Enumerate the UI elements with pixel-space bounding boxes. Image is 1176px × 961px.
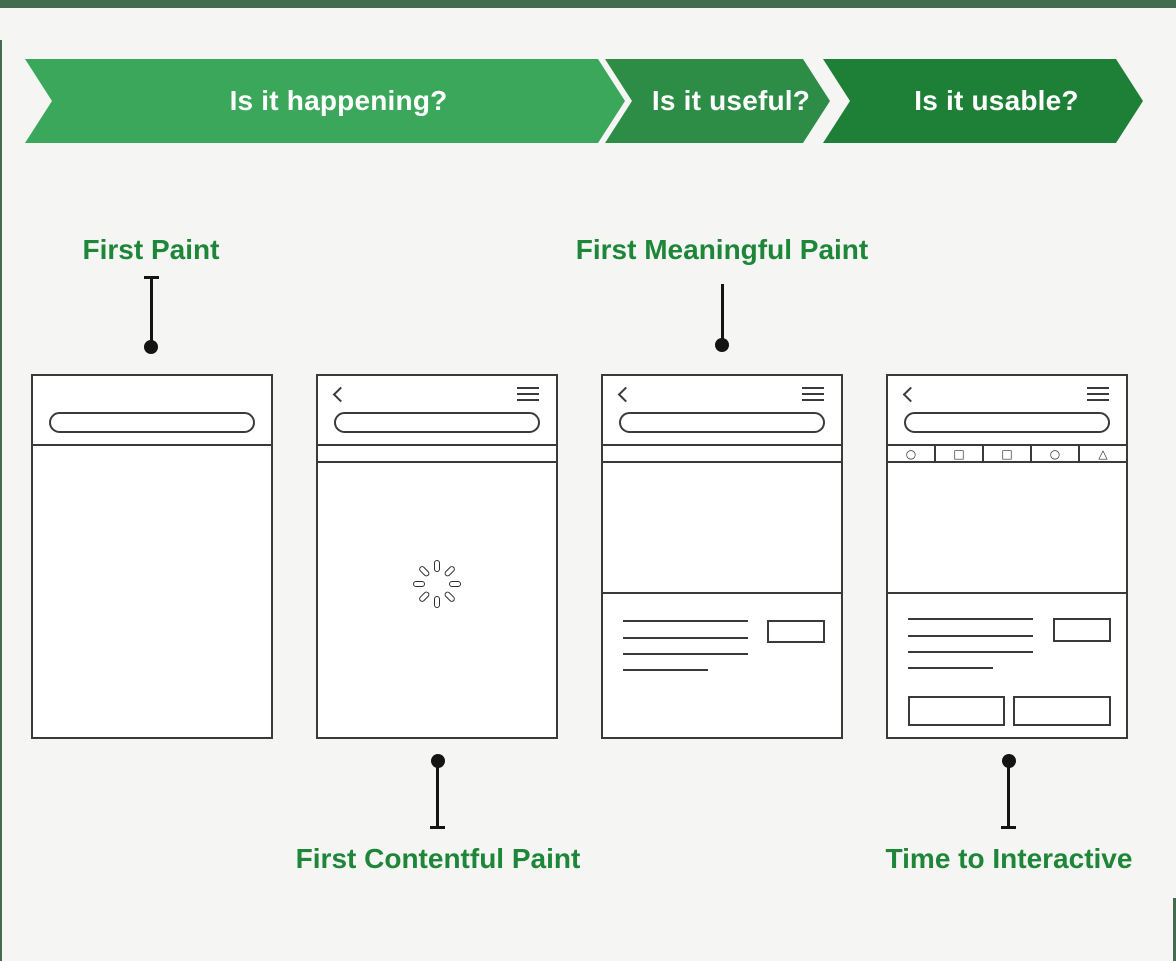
url-bar — [49, 412, 255, 433]
square-icon: □ — [936, 446, 984, 461]
action-button-placeholder — [908, 696, 1005, 726]
menu-icon — [802, 387, 824, 401]
first-contentful-paint-connector-line — [436, 760, 439, 828]
phone-mockup-first-paint — [31, 374, 273, 739]
text-line-placeholder — [623, 669, 708, 671]
circle-icon: ○ — [1032, 446, 1080, 461]
frame-top-edge — [0, 0, 1176, 8]
hero-placeholder — [603, 463, 841, 594]
text-line-placeholder — [908, 618, 1033, 620]
first-contentful-paint-connector-cap — [430, 826, 445, 829]
text-line-placeholder — [623, 653, 748, 655]
first-meaningful-paint-connector-dot — [715, 338, 729, 352]
banner-step-is-it-useful: Is it useful? — [605, 59, 830, 143]
first-meaningful-paint-connector-line — [721, 284, 724, 346]
hero-placeholder — [888, 463, 1126, 594]
phone-mockup-first-meaningful-paint — [601, 374, 843, 739]
button-placeholder — [1053, 618, 1111, 642]
label-first-paint: First Paint — [82, 234, 220, 265]
text-line-placeholder — [908, 651, 1033, 653]
triangle-icon: △ — [1098, 446, 1108, 461]
text-line-placeholder — [623, 620, 748, 622]
phone-header — [33, 376, 271, 446]
banner-step-is-it-usable: Is it usable? — [823, 59, 1143, 143]
text-line-placeholder — [908, 635, 1033, 637]
back-icon — [617, 386, 634, 403]
phone-mockup-time-to-interactive: ○ □ □ ○ △ — [886, 374, 1128, 739]
text-line-placeholder — [623, 637, 748, 639]
back-icon — [332, 386, 349, 403]
banner-step-label: Is it happening? — [229, 85, 448, 116]
text-line-placeholder — [908, 667, 993, 669]
label-first-meaningful-paint: First Meaningful Paint — [575, 234, 869, 265]
back-icon — [902, 386, 919, 403]
time-to-interactive-connector-line — [1007, 760, 1010, 828]
menu-icon — [517, 387, 539, 401]
toolbar-strip — [318, 446, 556, 463]
url-bar — [334, 412, 540, 433]
url-bar — [619, 412, 825, 433]
banner-step-label: Is it usable? — [914, 85, 1079, 116]
button-placeholder — [767, 620, 825, 643]
label-first-contentful-paint: First Contentful Paint — [295, 843, 581, 874]
menu-icon — [1087, 387, 1109, 401]
banner-step-label: Is it useful? — [651, 85, 811, 116]
phone-header — [603, 376, 841, 446]
frame-right-edge — [1173, 898, 1176, 961]
label-time-to-interactive: Time to Interactive — [885, 843, 1133, 874]
phone-header — [888, 376, 1126, 446]
url-bar — [904, 412, 1110, 433]
first-paint-connector-dot — [144, 340, 158, 354]
square-icon: □ — [984, 446, 1032, 461]
toolbar-strip — [603, 446, 841, 463]
first-paint-connector-line — [150, 276, 153, 348]
nav-icon-strip: ○ □ □ ○ △ — [888, 446, 1126, 463]
phone-header — [318, 376, 556, 446]
frame-left-edge — [0, 40, 2, 961]
time-to-interactive-connector-cap — [1001, 826, 1016, 829]
phone-mockup-first-contentful-paint — [316, 374, 558, 739]
action-button-placeholder — [1013, 696, 1111, 726]
banner-step-is-it-happening: Is it happening? — [25, 59, 625, 143]
spinner-icon — [413, 560, 461, 608]
circle-icon: ○ — [888, 446, 936, 461]
